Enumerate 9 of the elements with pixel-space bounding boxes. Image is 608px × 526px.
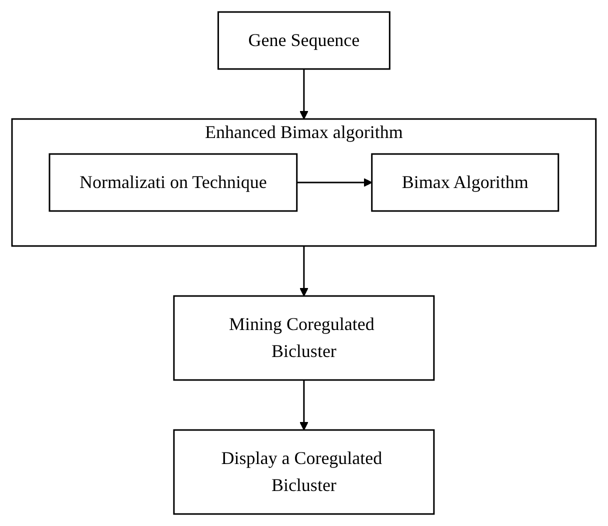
node-box: Display a Coregulated Bicluster — [173, 429, 435, 515]
arrow — [300, 246, 308, 296]
arrow — [300, 69, 308, 120]
arrow — [296, 178, 372, 187]
node-box: Mining Coregulated Bicluster — [173, 295, 435, 381]
node-box: Gene Sequence — [218, 11, 390, 70]
node-box: Normalizati on Technique — [48, 153, 298, 212]
node-box: Bimax Algorithm — [371, 153, 560, 212]
arrow — [300, 380, 308, 430]
